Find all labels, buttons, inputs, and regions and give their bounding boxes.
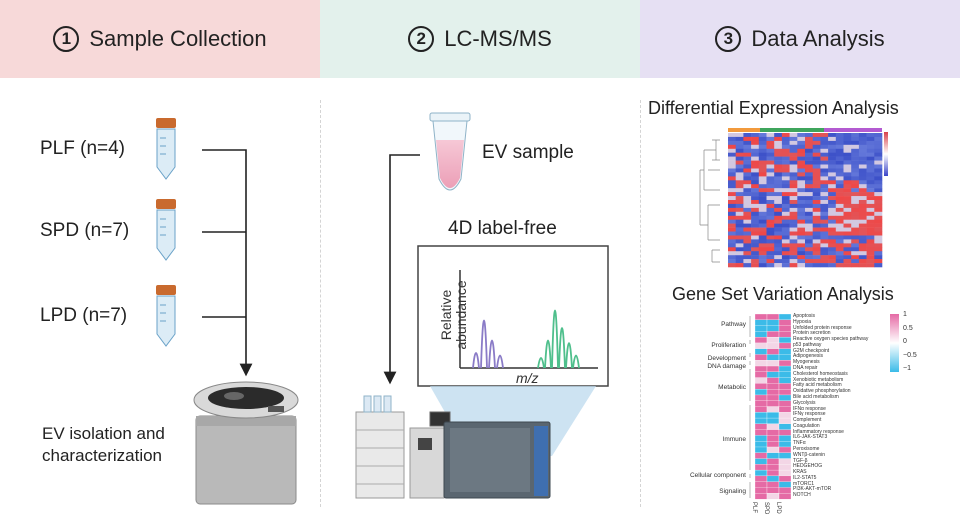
spectrum-ylabel: Relative abundance: [438, 280, 469, 350]
gsva-pathway-label: Peroxisome: [793, 445, 820, 452]
gsva-heatmap: [749, 313, 899, 500]
method-label: 4D label-free: [448, 218, 557, 239]
header-title-2: LC-MS/MS: [444, 26, 552, 51]
lcms-connector: [383, 154, 420, 385]
gsva-pathway-label: Bile acid metabolism: [793, 393, 839, 400]
gsva-pathway-label: Hypoxia: [793, 318, 812, 325]
header-title-3: Data Analysis: [751, 26, 885, 51]
column-divider-1: [320, 100, 321, 507]
gsva-pathway-label: Fatty acid metabolism: [793, 382, 842, 389]
header-sample-collection: 1 Sample Collection: [0, 0, 320, 78]
gsva-pathway-label: Reactive oxygen species pathway: [793, 336, 869, 343]
gsva-pathway-label: Unfolded protein response: [793, 324, 852, 331]
group-label-spd: SPD (n=7): [40, 220, 130, 241]
gsva-pathway-label: TNFα: [793, 440, 806, 447]
gsva-category-label: DNA damage: [707, 363, 746, 370]
gsva-pathway-label: Oxidative phosphorylation: [793, 388, 851, 395]
header-title-1: Sample Collection: [89, 26, 267, 51]
gsva-pathway-label: DNA repair: [793, 365, 818, 372]
gsva-pathway-label: Xenobiotic metabolism: [793, 376, 844, 383]
gsva-legend-tick: −0.5: [903, 351, 917, 359]
gsva-pathway-label: mTORC1: [793, 480, 815, 487]
gsva-column-label: PLF: [751, 502, 757, 514]
gsva-legend-tick: 0: [903, 338, 907, 345]
gsva-category-label: Development: [707, 355, 746, 362]
lcms-instrument-icon: [355, 395, 551, 499]
isolation-label-line2: characterization: [42, 446, 163, 465]
gsva-legend-tick: 1: [903, 311, 907, 318]
spectrum-plot: [417, 245, 609, 456]
gsva-column-label: SPD: [763, 502, 769, 515]
gsva-title: Gene Set Variation Analysis: [672, 284, 894, 304]
gsva-pathway-label: Adipogenesis: [793, 353, 824, 360]
gsva-pathway-label: Cholesterol homeostasis: [793, 370, 848, 377]
gsva-category-label: Proliferation: [711, 342, 746, 349]
gsva-pathway-label: HEDGEHOG: [793, 463, 823, 470]
header-data-analysis: 3 Data Analysis: [640, 0, 960, 78]
tube-icon-spd: [156, 199, 176, 261]
gsva-pathway-label: p53 pathway: [793, 341, 822, 348]
step-number-1: 1: [53, 26, 80, 52]
gsva-pathway-label: Coagulation: [793, 422, 820, 429]
gsva-pathway-label: IFNα response: [793, 405, 826, 412]
gsva-legend-tick: −1: [903, 365, 911, 372]
spectrum-xlabel: m/z: [516, 370, 539, 386]
centrifuge-icon: [193, 381, 299, 505]
column-divider-2: [640, 100, 641, 507]
gsva-category-label: Pathway: [721, 321, 746, 328]
gsva-pathway-label: IL6-JAK-STAT3: [793, 434, 828, 441]
collection-connectors: [202, 149, 253, 377]
group-label-plf: PLF (n=4): [40, 138, 126, 159]
dea-heatmap: [699, 128, 888, 268]
header-lcms: 2 LC-MS/MS: [320, 0, 640, 78]
gsva-legend-tick: 0.5: [903, 324, 913, 332]
group-label-lpd: LPD (n=7): [40, 305, 128, 326]
gsva-column-label: LPD: [775, 502, 781, 514]
gsva-pathway-label: IL2-STAT5: [793, 474, 817, 481]
tube-icon-lpd: [156, 285, 176, 347]
gsva-pathway-label: Apoptosis: [793, 313, 815, 319]
gsva-pathway-label: TGF-β: [793, 457, 808, 464]
isolation-label-line1: EV isolation and: [42, 424, 165, 443]
tube-icon-plf: [156, 118, 176, 180]
step-number-3: 3: [715, 26, 742, 52]
gsva-category-label: Cellular component: [689, 472, 746, 479]
gsva-category-label: Immune: [722, 436, 746, 443]
gsva-pathway-label: IFNγ response: [793, 411, 826, 418]
gsva-pathway-label: Complement: [793, 417, 822, 424]
ev-sample-tube-icon: [429, 112, 471, 191]
gsva-pathway-label: KRAS: [793, 469, 807, 476]
gsva-category-label: Signaling: [719, 488, 746, 495]
gsva-pathway-label: PI3K-AKT-mTOR: [793, 486, 832, 493]
ev-sample-label: EV sample: [482, 142, 574, 163]
gsva-pathway-label: Protein secretion: [793, 330, 831, 337]
gsva-category-label: Metabolic: [718, 384, 746, 391]
gsva-pathway-label: Inflammatory response: [793, 428, 844, 435]
step-number-2: 2: [408, 26, 435, 52]
dea-title: Differential Expression Analysis: [648, 98, 899, 118]
gsva-pathway-label: WNTβ-catenin: [793, 451, 826, 458]
gsva-pathway-label: Myogenesis: [793, 359, 820, 366]
gsva-pathway-label: G2M checkpoint: [793, 347, 830, 354]
gsva-pathway-label: Glycolysis: [793, 399, 816, 406]
gsva-pathway-label: NOTCH: [793, 492, 811, 499]
